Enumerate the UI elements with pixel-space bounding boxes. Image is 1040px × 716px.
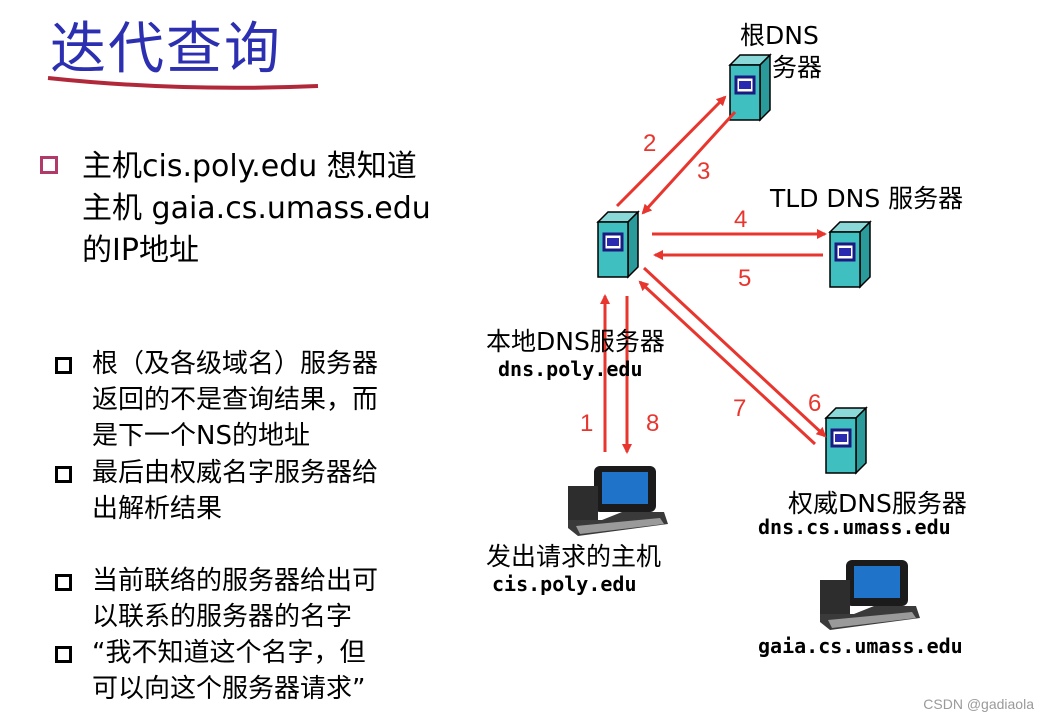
local-server-label: 本地DNS服务器 [486, 327, 665, 356]
sub-bullet-marker [55, 466, 72, 483]
arrow-7 [638, 280, 817, 446]
step-1: 1 [580, 410, 594, 437]
page-title: 迭代查询 [50, 17, 282, 82]
main-bullet-line: 主机 gaia.cs.umass.edu [82, 191, 431, 226]
step-8: 8 [646, 410, 660, 437]
root-server-icon [728, 53, 772, 122]
auth-server-host: dns.cs.umass.edu [758, 515, 951, 539]
step-5: 5 [738, 265, 752, 292]
target-host: gaia.cs.umass.edu [758, 634, 963, 658]
sub-bullet-marker [55, 646, 72, 663]
root-server-label-2: 务器 [772, 53, 823, 82]
step-2: 2 [643, 130, 657, 157]
query-arrows [600, 95, 827, 454]
arrow-3 [641, 110, 737, 215]
main-bullet-line: 的IP地址 [82, 233, 199, 268]
sub-bullet-text: “我不知道这个名字，但可以向这个服务器请求” [92, 638, 366, 704]
requester-label: 发出请求的主机 [486, 542, 662, 571]
step-6: 6 [808, 390, 822, 417]
sub-bullet-text: 当前联络的服务器给出可以联系的服务器的名字 [92, 566, 379, 632]
target-pc-icon [820, 560, 920, 630]
requester-host: cis.poly.edu [492, 572, 637, 596]
sub-bullet-marker [55, 357, 72, 374]
step-7: 7 [733, 395, 747, 422]
watermark: CSDN @gadiaola [923, 696, 1034, 712]
arrow-6 [642, 266, 827, 438]
sub-bullet-text: 根（及各级域名）服务器返回的不是查询结果，而是下一个NS的地址 [92, 349, 379, 451]
root-server-label: 根DNS [740, 21, 819, 50]
main-bullet-text: 主机cis.poly.edu 想知道 主机 gaia.cs.umass.edu … [82, 146, 431, 272]
arrow-2 [615, 95, 727, 208]
auth-server-label: 权威DNS服务器 [788, 489, 967, 518]
tld-server-label: TLD DNS 服务器 [770, 184, 964, 213]
local-server-host: dns.poly.edu [498, 357, 643, 381]
main-bullet-line: 主机cis.poly.edu 想知道 [82, 149, 417, 184]
requester-pc-icon [568, 466, 668, 536]
title-underline [47, 76, 319, 90]
sub-bullet-marker [55, 574, 72, 591]
local-server-icon [596, 210, 640, 279]
auth-server-icon [824, 406, 868, 475]
tld-server-icon [828, 220, 872, 289]
step-4: 4 [734, 206, 748, 233]
main-bullet-marker [40, 156, 58, 174]
step-3: 3 [697, 158, 711, 185]
sub-bullet-text: 最后由权威名字服务器给出解析结果 [92, 458, 379, 524]
